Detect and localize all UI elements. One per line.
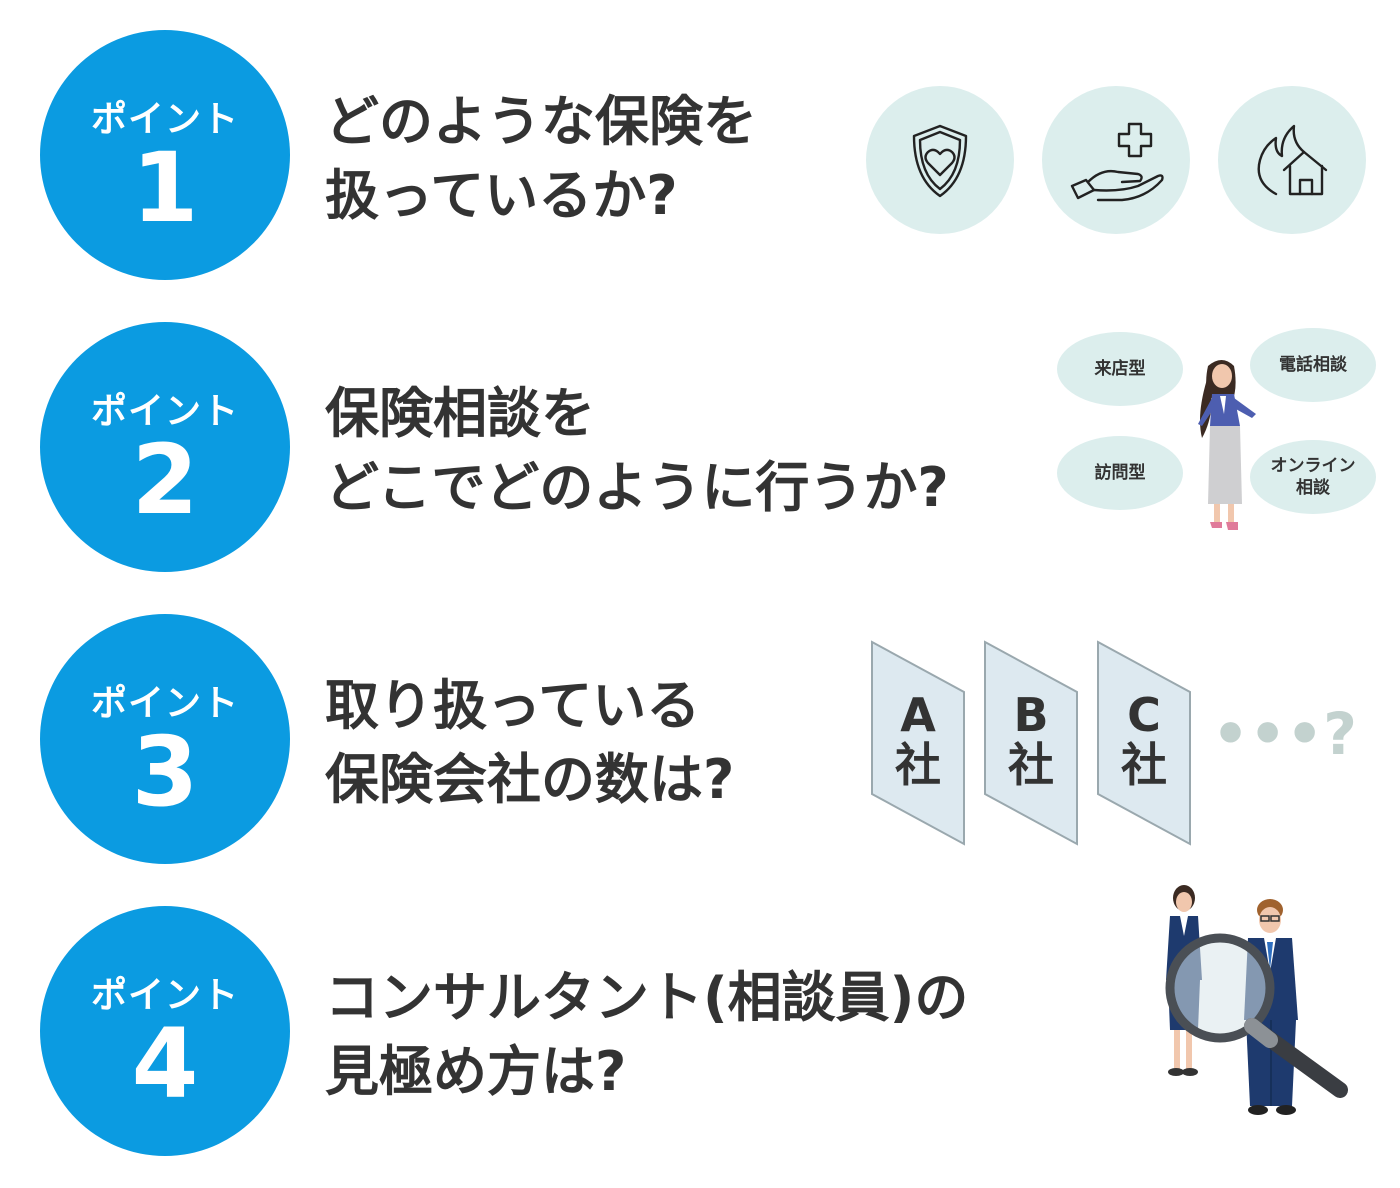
point-title-4: コンサルタント(相談員)の 見極め方は? [325,961,968,1109]
consult-bubble-phone: 電話相談 [1250,328,1376,402]
point-row-2: ポイント 2 保険相談を どこでどのように行うか? 来店型 電話相談 訪問型 オ… [0,322,1400,582]
badge-label: ポイント [90,975,239,1016]
company-panel-c: C 社 [1096,640,1192,846]
point-row-3: ポイント 3 取り扱っている 保険会社の数は? A 社 B 社 C 社 •••? [0,614,1400,874]
point-badge-3: ポイント 3 [40,614,290,864]
badge-label: ポイント [90,99,239,140]
consult-bubble-visit: 訪問型 [1057,436,1183,510]
bubble-text: 相談 [1296,478,1330,498]
more-companies-indicator: •••? [1212,700,1357,768]
title-line: 扱っているか? [325,164,678,227]
panel-shape [871,640,965,846]
bubble-text: 来店型 [1094,359,1146,379]
company-suffix: 社 [1121,738,1167,792]
shield-heart-icon [866,86,1014,234]
badge-number: 4 [131,1008,199,1120]
title-line: 見極め方は? [325,1040,627,1103]
badge-number: 2 [131,424,199,536]
company-panel-a: A 社 [870,640,966,846]
point-row-4: ポイント 4 コンサルタント(相談員)の 見極め方は? [0,885,1400,1166]
company-panel-b: B 社 [983,640,1079,846]
point-badge-1: ポイント 1 [40,30,290,280]
point-title-2: 保険相談を どこでどのように行うか? [325,377,949,525]
point-row-1: ポイント 1 どのような保険を 扱っているか? [0,30,1400,290]
consultant-woman-illustration [1198,360,1256,530]
consult-bubble-in-store: 来店型 [1057,332,1183,406]
badge-label: ポイント [90,391,239,432]
consult-bubble-online: オンライン 相談 [1250,440,1376,514]
company-suffix: 社 [1008,738,1054,792]
company-letter: A [900,688,936,742]
badge-number: 3 [131,716,199,828]
badge-number: 1 [131,132,199,244]
bubble-text: 電話相談 [1279,355,1347,375]
point-badge-2: ポイント 2 [40,322,290,572]
company-suffix: 社 [895,738,941,792]
title-line: 保険会社の数は? [325,748,735,811]
fire-house-icon [1218,86,1366,234]
point-title-1: どのような保険を 扱っているか? [325,85,757,233]
bubble-text: オンライン [1270,456,1356,476]
company-letter: C [1127,688,1161,742]
title-line: どこでどのように行うか? [325,456,949,519]
company-letter: B [1013,688,1049,742]
title-line: 保険相談を [325,382,595,445]
point-badge-4: ポイント 4 [40,906,290,1156]
title-line: どのような保険を [325,90,757,153]
bubble-text: 訪問型 [1094,463,1146,483]
title-line: コンサルタント(相談員)の [325,966,969,1029]
panel-shape [1097,640,1191,846]
hand-medical-cross-icon [1042,86,1190,234]
badge-label: ポイント [90,683,239,724]
panel-shape [984,640,1078,846]
title-line: 取り扱っている [325,674,701,737]
point-title-3: 取り扱っている 保険会社の数は? [325,669,734,817]
consultants-magnifier-illustration [1165,885,1348,1115]
